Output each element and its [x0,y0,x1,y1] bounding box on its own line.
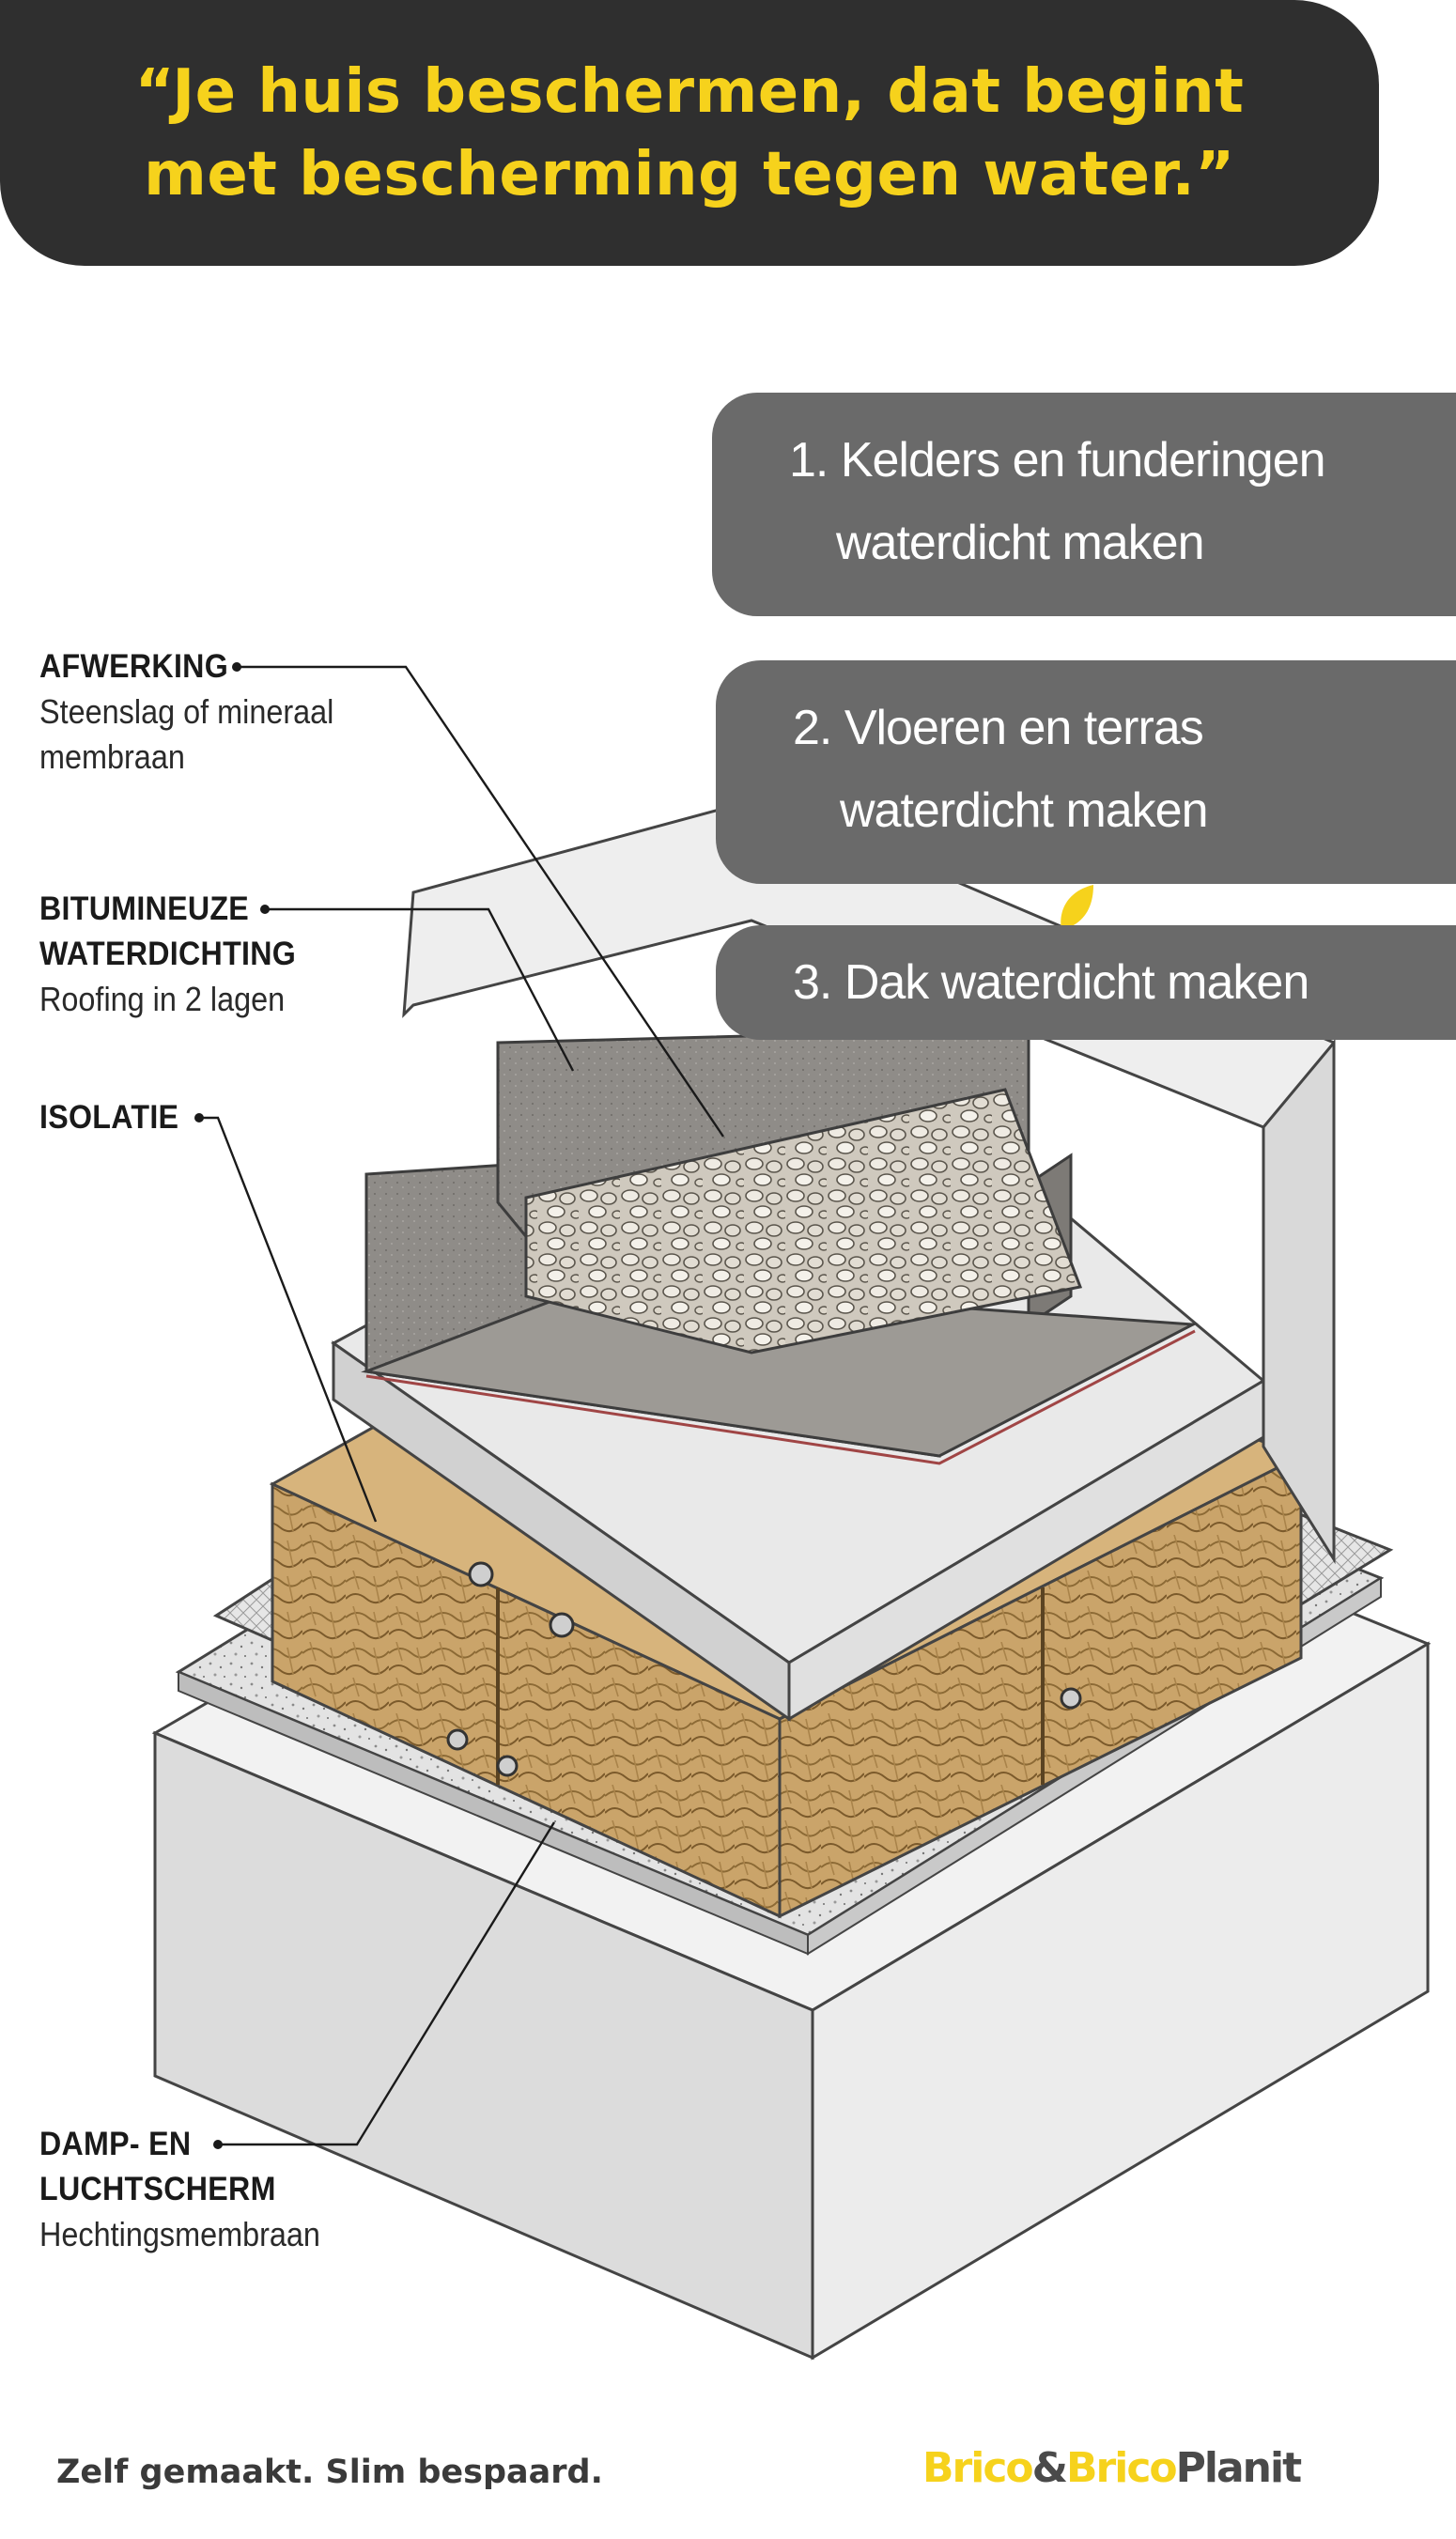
callout-damp-luchtscherm: DAMP- EN LUCHTSCHERM Hechtingsmembraan [39,2122,351,2257]
step-3-line-1: 3. Dak waterdicht maken [793,955,1309,1010]
brand-part-2: Brico [1066,2444,1178,2492]
brand-ampersand: & [1031,2444,1068,2492]
callout-bitumineuze-title-1: BITUMINEUZE [39,890,250,927]
roof-layers-illustration [151,662,1432,2361]
callout-afwerking-sub-2: membraan [39,737,185,776]
quote-line-2: met bescherming tegen water.” [144,139,1235,209]
callout-afwerking-title: AFWERKING [39,648,229,685]
callout-isolatie: ISOLATIE [39,1095,191,1140]
step-1-basements-foundations[interactable]: 1. Kelders en funderingen waterdicht mak… [712,393,1456,616]
brand-logo: Brico&BricoPlanit [922,2444,1302,2492]
callout-isolatie-title: ISOLATIE [39,1099,179,1136]
leaf-icon [1061,885,1093,930]
step-2-floors-terrace[interactable]: 2. Vloeren en terras waterdicht maken [716,660,1456,884]
step-2-line-1: 2. Vloeren en terras [793,701,1204,755]
quote-banner: “Je huis beschermen, dat begint met besc… [0,0,1379,266]
brand-part-1: Brico [922,2444,1034,2492]
quote-line-1: “Je huis beschermen, dat begint [134,56,1245,127]
callout-bitumineuze: BITUMINEUZE WATERDICHTING Roofing in 2 l… [39,887,318,1022]
brand-part-3: Planit [1175,2444,1302,2492]
callout-damp-sub: Hechtingsmembraan [39,2215,320,2253]
callout-afwerking: AFWERKING Steenslag of mineraal membraan [39,644,366,780]
callout-afwerking-sub-1: Steenslag of mineraal [39,692,334,731]
callout-damp-title-2: LUCHTSCHERM [39,2171,276,2207]
step-2-line-2: waterdicht maken [840,783,1209,838]
callout-bitumineuze-title-2: WATERDICHTING [39,936,297,972]
callout-damp-title-1: DAMP- EN [39,2126,192,2162]
callout-bitumineuze-sub: Roofing in 2 lagen [39,980,286,1018]
step-3-roof[interactable]: 3. Dak waterdicht maken [716,925,1456,1040]
step-1-line-1: 1. Kelders en funderingen [789,433,1326,488]
step-1-line-2: waterdicht maken [836,516,1205,570]
footer-slogan: Zelf gemaakt. Slim bespaard. [56,2454,603,2491]
